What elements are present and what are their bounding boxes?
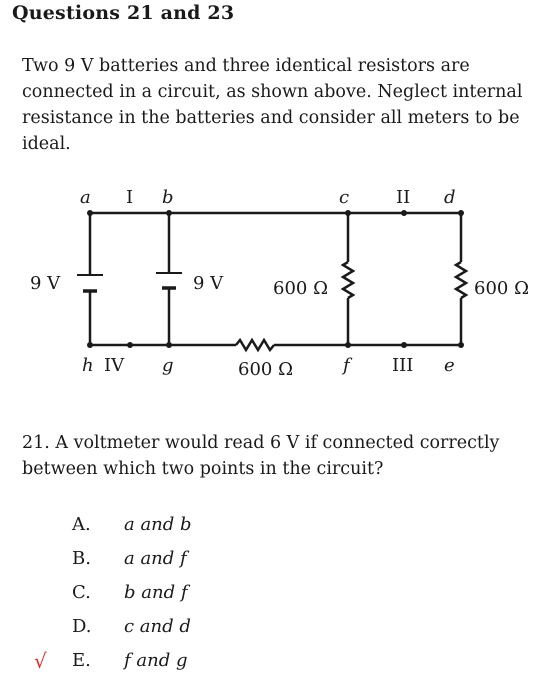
choice-text: b and f xyxy=(124,582,188,603)
battery-middle-label: 9 V xyxy=(193,273,224,294)
point-label-e: e xyxy=(444,355,455,376)
resistor-cf-label: 600 Ω xyxy=(273,278,328,299)
choice-letter: C. xyxy=(72,582,91,603)
point-label-b: b xyxy=(162,187,174,208)
choice-a[interactable]: A. a and b xyxy=(62,508,192,542)
choice-letter: B. xyxy=(72,548,91,569)
choice-b[interactable]: B. a and f xyxy=(62,542,192,576)
meter-label-II: II xyxy=(396,187,410,208)
point-label-f: f xyxy=(341,355,353,376)
choice-c[interactable]: C. b and f xyxy=(62,576,192,610)
point-label-h: h xyxy=(82,355,94,376)
meter-label-III: III xyxy=(392,355,413,376)
choice-letter: D. xyxy=(72,616,92,637)
choice-text: a and b xyxy=(124,514,192,535)
question-21-text: 21. A voltmeter would read 6 V if connec… xyxy=(22,433,500,479)
choice-letter: A. xyxy=(72,514,91,535)
question-heading: Questions 21 and 23 xyxy=(12,2,235,24)
resistor-gf-label: 600 Ω xyxy=(238,359,293,380)
meter-label-IV: IV xyxy=(104,355,125,376)
answer-choices: A.a and b B.a and f C.b and f D.c and d … xyxy=(34,508,192,678)
meter-label-I: I xyxy=(126,187,133,208)
battery-left-label: 9 V xyxy=(30,273,61,294)
battery-symbols xyxy=(77,272,182,293)
point-label-d: d xyxy=(444,187,456,208)
resistor-de-label: 600 Ω xyxy=(474,278,529,299)
junction-dots xyxy=(87,210,464,348)
intro-paragraph: Two 9 V batteries and three identical re… xyxy=(22,56,523,154)
choice-letter: E. xyxy=(72,650,91,671)
point-label-g: g xyxy=(162,355,174,376)
point-label-c: c xyxy=(339,187,349,208)
circuit-wires xyxy=(88,211,469,353)
choice-text: a and f xyxy=(124,548,187,569)
choice-text: f and g xyxy=(124,650,188,671)
choice-text: c and d xyxy=(124,616,191,637)
choice-d[interactable]: D. c and d xyxy=(62,610,192,644)
check-mark-icon: √ xyxy=(34,649,47,673)
point-label-a: a xyxy=(80,187,91,208)
circuit-diagram: a I b c II d 9 V 9 V 600 Ω 600 Ω h IV g … xyxy=(30,187,529,380)
choice-e[interactable]: √ E. f and g xyxy=(34,644,192,678)
